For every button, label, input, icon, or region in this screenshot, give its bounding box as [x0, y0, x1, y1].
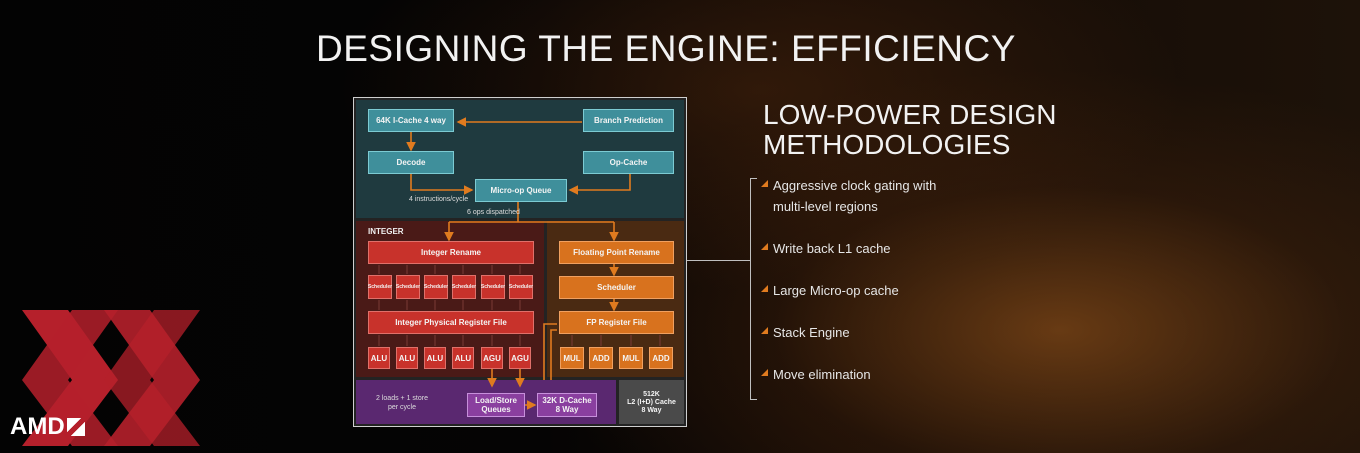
int-unit-alu-3: ALU [424, 347, 446, 369]
side-heading: LOW-POWER DESIGN METHODOLOGIES [763, 99, 1057, 160]
triangle-bullet-icon [761, 243, 768, 250]
lsq-line-2: Queues [481, 405, 511, 414]
int-unit-alu-2: ALU [396, 347, 418, 369]
fp-unit-mul-2: MUL [619, 347, 643, 369]
amd-logo: AMD [10, 413, 85, 441]
fp-unit-mul-1: MUL [560, 347, 584, 369]
bullet-text: Aggressive clock gating with [773, 178, 937, 193]
lsq-line-1: Load/Store [475, 396, 517, 405]
triangle-bullet-icon [761, 285, 768, 292]
fp-unit-add-1: ADD [589, 347, 613, 369]
dcache-line-1: 32K D-Cache [542, 396, 592, 405]
fp-rename-block: Floating Point Rename [559, 241, 674, 264]
integer-label: INTEGER [368, 227, 404, 236]
ops-dispatched-label: 6 ops dispatched [467, 209, 520, 216]
bullet-text: Large Micro-op cache [773, 283, 899, 298]
fp-unit-add-2: ADD [649, 347, 673, 369]
load-store-queues-block: Load/Store Queues [467, 393, 525, 417]
bullet-item: Large Micro-op cache [761, 280, 899, 301]
connector-line [687, 260, 750, 261]
integer-register-file-block: Integer Physical Register File [368, 311, 534, 334]
int-scheduler-3: Scheduler [424, 275, 448, 299]
branch-prediction-block: Branch Prediction [583, 109, 674, 132]
int-unit-alu-1: ALU [368, 347, 390, 369]
diagram-wires [378, 117, 661, 410]
decode-block: Decode [368, 151, 454, 174]
bullet-item: Stack Engine [761, 322, 850, 343]
dcache-line-2: 8 Way [555, 405, 579, 414]
loads-store-label: 2 loads + 1 store per cycle [362, 394, 442, 412]
amd-logo-text: AMD [10, 413, 65, 440]
bullet-bracket [750, 178, 757, 400]
instructions-per-cycle-label: 4 instructions/cycle [409, 196, 469, 203]
micro-op-queue-block: Micro-op Queue [475, 179, 567, 202]
int-scheduler-2: Scheduler [396, 275, 420, 299]
d-cache-block: 32K D-Cache 8 Way [537, 393, 597, 417]
icache-block: 64K I-Cache 4 way [368, 109, 454, 132]
int-scheduler-6: Scheduler [509, 275, 533, 299]
bullet-item: Aggressive clock gating with multi-level… [761, 175, 936, 217]
loads-store-line-1: 2 loads + 1 store [376, 395, 428, 402]
l2-cache-block: 512K L2 (I+D) Cache 8 Way [620, 386, 683, 420]
cpu-core-diagram: 64K I-Cache 4 way Branch Prediction Deco… [353, 97, 687, 427]
int-scheduler-4: Scheduler [452, 275, 476, 299]
op-cache-block: Op-Cache [583, 151, 674, 174]
l2-line-1: 512K [643, 391, 660, 398]
int-scheduler-5: Scheduler [481, 275, 505, 299]
bullet-item: Write back L1 cache [761, 238, 891, 259]
int-unit-alu-4: ALU [452, 347, 474, 369]
int-unit-agu-2: AGU [509, 347, 531, 369]
l2-region [619, 380, 684, 424]
bullet-text: Write back L1 cache [773, 241, 891, 256]
fp-scheduler-block: Scheduler [559, 276, 674, 299]
int-scheduler-1: Scheduler [368, 275, 392, 299]
l2-line-2: L2 (I+D) Cache [627, 399, 676, 406]
triangle-bullet-icon [761, 327, 768, 334]
bullet-text-line-2: multi-level regions [773, 199, 878, 214]
integer-rename-block: Integer Rename [368, 241, 534, 264]
int-unit-agu-1: AGU [481, 347, 503, 369]
triangle-bullet-icon [761, 369, 768, 376]
bullet-text: Move elimination [773, 367, 871, 382]
loads-store-line-2: per cycle [387, 404, 416, 411]
triangle-bullet-icon [761, 180, 768, 187]
bullet-text: Stack Engine [773, 325, 850, 340]
amd-arrow-icon [66, 418, 85, 436]
fp-register-file-block: FP Register File [559, 311, 674, 334]
slide-title: DESIGNING THE ENGINE: EFFICIENCY [316, 28, 1016, 69]
l2-line-3: 8 Way [641, 407, 662, 414]
bullet-item: Move elimination [761, 364, 871, 385]
